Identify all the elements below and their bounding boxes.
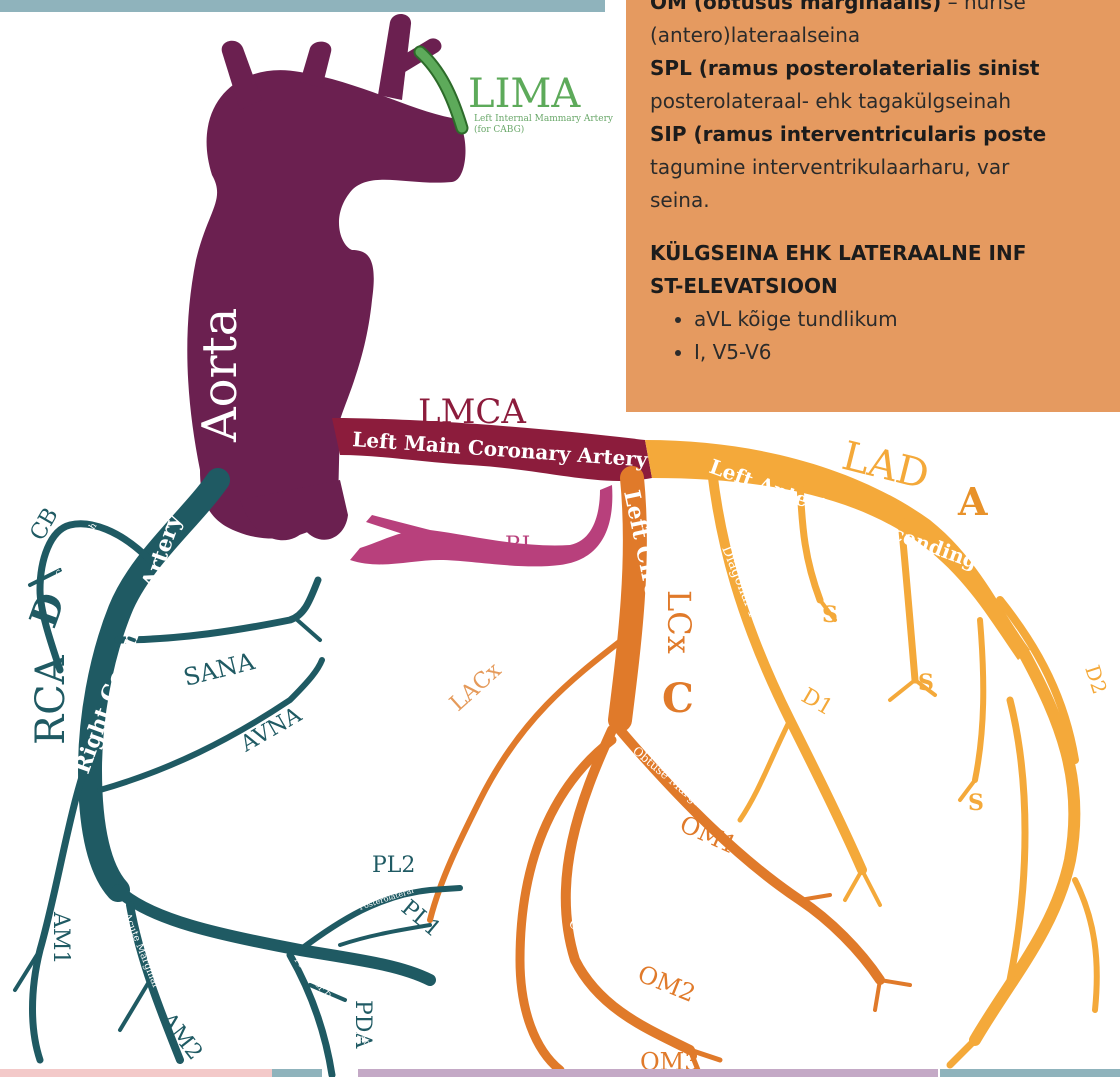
sip-term: SIP (ramus interventricularis poste [650,118,1046,151]
list-item: aVL kõige tundlikum [694,303,1046,336]
om2-label: OM2 [634,960,700,1008]
bottom-accent-bar-mauve [358,1069,938,1077]
cb-label: CB [26,504,64,545]
d1-label: D1 [797,684,837,721]
rca-marker: D [20,587,74,633]
ri-full-label: Ramus Intermedius [432,566,572,596]
septal-label-2: S [918,670,934,696]
lateral-heading-line-1: KÜLGSEINA EHK LATERAALNE INF [650,237,1046,270]
lima-label: LIMA [468,71,581,117]
aorta-label: Aorta [192,308,248,443]
lateral-heading-line-2: ST-ELEVATSIOON [650,270,1046,303]
rca-full-label: Right Coronary Artery [69,510,187,777]
bottom-accent-bar-pink [0,1069,272,1077]
om-description: – hürise [941,0,1026,14]
bottom-accent-bar-teal-right [940,1069,1120,1077]
spl-term: SPL (ramus posterolaterialis sinist [650,52,1046,85]
obtuse-marginal-label-1: Obtuse Marginal [630,744,718,821]
sip-description-2: seina. [650,184,1046,217]
sip-description: tagumine interventrikulaarharu, var [650,151,1046,184]
am1-label: AM1 [48,911,73,964]
info-panel: OM (obtusus marginaalis) – hürise (anter… [626,0,1120,412]
list-item: I, V5-V6 [694,336,1046,369]
rca-label: RCA [28,654,74,745]
bottom-accent-bar-teal [272,1069,322,1077]
lima-note-label: (for CABG) [474,124,524,135]
lima-full-label: Left Internal Mammary Artery [474,114,614,124]
lacx-label: LACx [445,658,507,717]
acute-marginal-label: Acute Marginal [121,911,161,989]
om-term: OM (obtusus marginaalis) [650,0,941,14]
om-line: OM (obtusus marginaalis) – hürise [650,0,1046,19]
pl2-label: PL2 [372,853,415,878]
lmca-label: LMCA [418,392,526,432]
septal-label-1: S [822,602,838,628]
aorta-vessel [187,14,465,540]
spl-description: posterolateraal- ehk tagakülgseinah [650,85,1046,118]
d2-label: D2 [1080,662,1112,697]
ri-label: RI [505,533,530,558]
lead-list: aVL kõige tundlikum I, V5-V6 [650,303,1046,369]
lcx-marker: C [662,675,694,722]
lad-marker: A [957,479,988,524]
om-description-2: (antero)lateraalseina [650,19,1046,52]
septal-label-3: S [968,790,984,816]
lcx-label: LCx [660,590,698,654]
